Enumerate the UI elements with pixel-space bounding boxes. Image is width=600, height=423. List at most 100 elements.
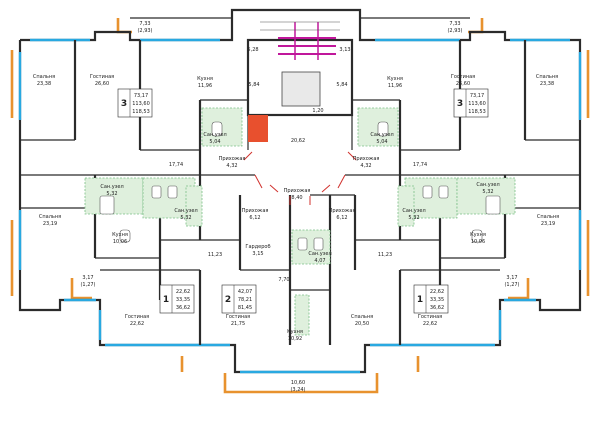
apartment-box-1: 3 73,17 113,60 118,53 <box>117 88 153 118</box>
room-area: 23,38 <box>37 81 51 87</box>
balcony-area: 7,33 <box>139 21 150 27</box>
room-name: Кухня <box>112 232 128 238</box>
room-name: Прихожая <box>219 156 246 162</box>
apartment-box-5: 1 22,62 33,35 36,62 <box>413 284 449 314</box>
room-area: 4,07 <box>314 258 325 264</box>
apartment-area-full: 81,45 <box>238 305 252 311</box>
room-area: 5,32 <box>482 189 493 195</box>
room-area: 11,96 <box>198 83 212 89</box>
loggia-area: 3,17 <box>506 275 517 281</box>
room-area: 26,60 <box>456 81 470 87</box>
stair-dim: 5,28 <box>247 47 258 53</box>
stair-core <box>248 21 340 142</box>
apartment-rooms: 3 <box>457 99 463 109</box>
apartment-area-living: 73,17 <box>134 93 148 99</box>
apartment-area-total: 113,60 <box>132 101 150 107</box>
room-name: Сан.узел <box>370 132 393 138</box>
room-area: 5,04 <box>376 139 387 145</box>
apartment-rooms: 1 <box>417 295 423 305</box>
apartment-area-full: 118,53 <box>468 109 486 115</box>
room-name: Спальня <box>33 74 55 80</box>
room-area: 11,23 <box>378 252 392 258</box>
loggia-area: 3,17 <box>82 275 93 281</box>
balcony-area: 10,60 <box>291 380 305 386</box>
room-area: 8,40 <box>291 195 302 201</box>
room-area: 22,62 <box>130 321 144 327</box>
tiled-areas <box>84 107 516 336</box>
apartment-area-living: 22,62 <box>176 289 190 295</box>
loggia-area-sub: (1,27) <box>80 282 95 288</box>
room-name: Сан.узел <box>174 208 197 214</box>
apartment-area-living: 22,62 <box>430 289 444 295</box>
room-name: Гостиная <box>226 314 250 320</box>
room-area: 21,75 <box>231 321 245 327</box>
room-area: 5,04 <box>209 139 220 145</box>
room-name: Сан.узел <box>203 132 226 138</box>
apartment-rooms: 1 <box>163 295 169 305</box>
room-name: Гардероб <box>245 244 270 250</box>
room-area: 20,62 <box>291 138 305 144</box>
room-area: 3,15 <box>252 251 263 257</box>
room-area: 11,23 <box>208 252 222 258</box>
room-name: Прихожая <box>242 208 269 214</box>
room-area: 17,74 <box>169 162 183 168</box>
lift-dim: 5,84 <box>248 82 259 88</box>
apartment-area-living: 73,17 <box>470 93 484 99</box>
room-area: 22,62 <box>423 321 437 327</box>
dimension-labels: 7,33 (2,93) 7,33 (2,93) 3,17 (1,27) 3,17… <box>80 21 519 393</box>
room-area: 23,38 <box>540 81 554 87</box>
room-name: Гостиная <box>451 74 475 80</box>
stair-dim: 3,13 <box>339 47 350 53</box>
apartment-area-full: 118,53 <box>132 109 150 115</box>
room-area: 23,19 <box>43 221 57 227</box>
lift-shaft <box>281 71 321 107</box>
room-area: 11,96 <box>388 83 402 89</box>
room-area: 26,60 <box>95 81 109 87</box>
lift-dim: 5,84 <box>336 82 347 88</box>
lift-dim: 1,20 <box>312 108 323 114</box>
apartment-box-2: 3 73,17 113,60 118,53 <box>453 88 489 118</box>
apartment-area-total: 113,60 <box>468 101 486 107</box>
room-name: Гостиная <box>125 314 149 320</box>
room-area: 5,32 <box>106 191 117 197</box>
apartment-area-total: 33,35 <box>430 297 444 303</box>
room-area: 4,32 <box>226 163 237 169</box>
room-name: Спальня <box>537 214 559 220</box>
room-name: Кухня <box>197 76 213 82</box>
apartment-area-full: 36,62 <box>430 305 444 311</box>
room-area: 7,70 <box>278 277 289 283</box>
room-area: 23,19 <box>541 221 555 227</box>
room-name: Прихожая <box>353 156 380 162</box>
shaft-accent <box>248 115 268 142</box>
room-area: 5,32 <box>180 215 191 221</box>
apartment-rooms: 3 <box>121 99 127 109</box>
apartment-box-3: 1 22,62 33,35 36,62 <box>159 284 195 314</box>
room-name: Гостиная <box>418 314 442 320</box>
room-area: 4,32 <box>360 163 371 169</box>
room-name: Спальня <box>536 74 558 80</box>
room-name: Сан.узел <box>476 182 499 188</box>
room-name: Сан.узел <box>402 208 425 214</box>
balcony-area: 7,33 <box>449 21 460 27</box>
apartment-area-living: 42,07 <box>238 289 252 295</box>
loggia-area-sub: (1,27) <box>504 282 519 288</box>
apartment-area-full: 36,62 <box>176 305 190 311</box>
room-name: Кухня <box>287 329 303 335</box>
room-area: 10,92 <box>288 336 302 342</box>
room-area: 17,74 <box>413 162 427 168</box>
room-area: 6,12 <box>336 215 347 221</box>
balcony-area-sub: (2,93) <box>137 28 152 34</box>
room-area: 5,32 <box>408 215 419 221</box>
apartment-rooms: 2 <box>225 295 231 305</box>
room-area: 20,50 <box>355 321 369 327</box>
room-area: 6,12 <box>249 215 260 221</box>
room-labels: Спальня 23,38 Гостиная 26,60 Кухня 11,96… <box>33 74 559 342</box>
apartment-area-total: 78,21 <box>238 297 252 303</box>
room-name: Спальня <box>39 214 61 220</box>
fixtures <box>99 121 501 251</box>
room-name: Гостиная <box>90 74 114 80</box>
apartment-box-4: 2 42,07 78,21 81,45 <box>221 284 257 314</box>
room-name: Спальня <box>351 314 373 320</box>
windows <box>18 38 582 374</box>
